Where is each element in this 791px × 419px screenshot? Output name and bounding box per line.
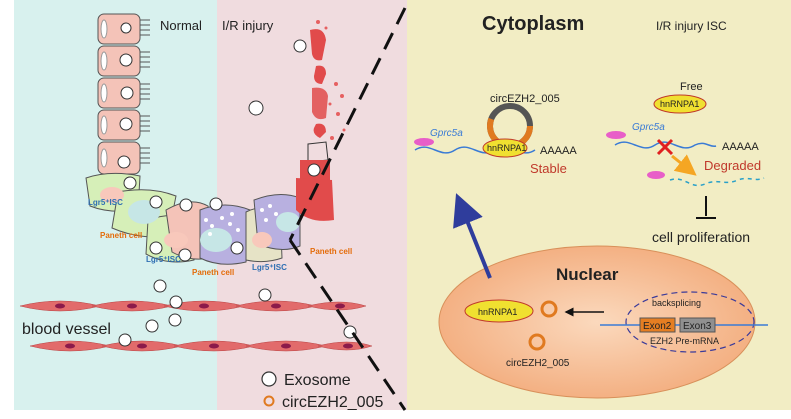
label-lgr5-isc-1: Lgr5⁺ISC <box>88 198 123 207</box>
label-polya-free: AAAAA <box>722 141 759 153</box>
label-cell-proliferation: cell proliferation <box>652 229 750 245</box>
label-polya-stable: AAAAA <box>540 145 577 157</box>
legend-exosome-icon <box>261 371 277 387</box>
exosomes-villus <box>117 22 134 169</box>
label-free: Free <box>680 81 703 93</box>
exosome-floating-2 <box>293 39 307 53</box>
legend-circ-icon <box>263 395 275 407</box>
injury-debris <box>316 20 346 140</box>
circrna-nuclear-2 <box>528 333 546 351</box>
villus-nuclei <box>100 19 108 168</box>
label-lgr5-isc-2: Lgr5⁺ISC <box>146 255 181 264</box>
label-hnrnpa1-bound: hnRNPA1 <box>487 143 526 153</box>
nucleus <box>438 245 756 399</box>
label-hnrnpa1-nuclear: hnRNPA1 <box>478 307 517 317</box>
title-ir-injury-isc: I/R injury ISC <box>656 19 727 33</box>
exosomes-blood <box>118 279 357 347</box>
label-ir-injury: I/R injury <box>222 18 274 33</box>
exosome-injured-villus <box>307 163 321 177</box>
label-lgr5-isc-3: Lgr5⁺ISC <box>252 263 287 272</box>
exon3-box <box>679 317 716 333</box>
export-arrow <box>453 193 492 279</box>
label-exon3: Exon3 <box>683 321 712 332</box>
label-blood-vessel: blood vessel <box>22 321 111 338</box>
hnrnpa1-free <box>653 94 707 114</box>
backsplicing-region <box>625 291 755 353</box>
label-gprc5a-stable: Gprc5a <box>430 128 463 139</box>
exosomes-crypt <box>123 176 244 262</box>
blood-vessel-nuclei <box>55 303 353 349</box>
title-nuclear: Nuclear <box>556 265 619 284</box>
normal-villus <box>97 13 141 175</box>
legend-exosome-label: Exosome <box>284 372 351 389</box>
label-exon2: Exon2 <box>643 321 672 332</box>
label-paneth-cell-3: Paneth cell <box>310 247 352 256</box>
hnrnpa1-nuclear <box>464 299 534 323</box>
dashed-divider-upper <box>288 7 407 241</box>
label-normal: Normal <box>160 18 202 33</box>
label-paneth-cell-1: Paneth cell <box>100 231 142 240</box>
label-circ-stable: circEZH2_005 <box>490 93 560 105</box>
label-ezh2-pre-mrna: EZH2 Pre-mRNA <box>650 336 719 346</box>
label-paneth-cell-2: Paneth cell <box>192 268 234 277</box>
mrna-cap-free <box>606 131 626 139</box>
circrna-nuclear-1 <box>540 300 558 318</box>
title-cytoplasm: Cytoplasm <box>482 13 584 35</box>
degradation-arrow <box>671 154 697 176</box>
legend-circ-label: circEZH2_005 <box>282 394 383 411</box>
label-backsplicing: backsplicing <box>652 298 701 308</box>
label-circ-nuclear: circEZH2_005 <box>506 358 570 369</box>
mrna-cap-degraded <box>647 171 665 179</box>
mrna-degraded <box>669 177 765 187</box>
hnrnpa1-bound <box>482 138 528 158</box>
label-hnrnpa1-free: hnRNPA1 <box>660 99 699 109</box>
label-degraded: Degraded <box>704 158 761 173</box>
label-stable: Stable <box>530 161 567 176</box>
block-x-icon <box>656 138 674 156</box>
villus-microvilli <box>140 19 150 164</box>
mrna-free <box>614 141 717 149</box>
exon2-box <box>639 317 676 333</box>
dashed-divider-lower <box>288 239 407 411</box>
mrna-cap-stable <box>414 138 434 146</box>
label-gprc5a-free: Gprc5a <box>632 122 665 133</box>
granules <box>204 204 278 236</box>
exosome-floating-1 <box>248 100 264 116</box>
